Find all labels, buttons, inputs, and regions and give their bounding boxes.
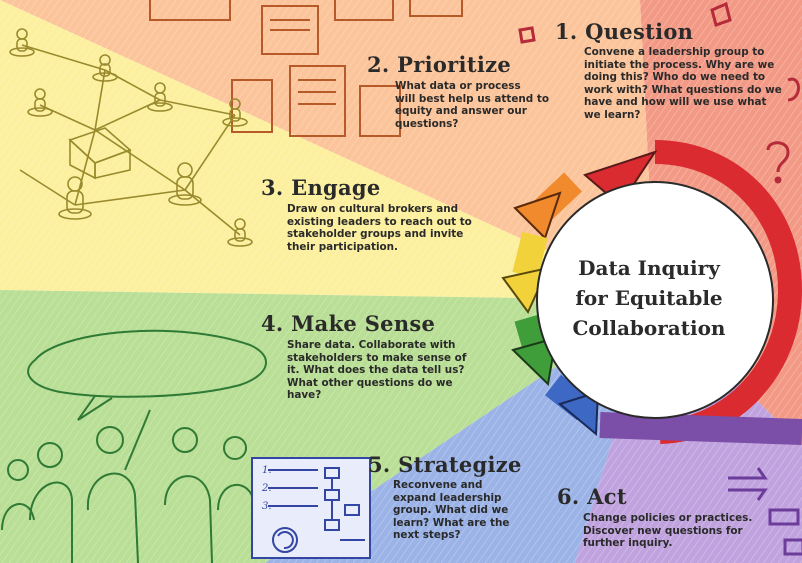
step-desc-line: stakeholders to make sense of <box>287 351 467 364</box>
step-desc-line: initiate the process. Why are we <box>584 58 775 71</box>
cycle-arrows <box>501 140 802 445</box>
step-desc-strategize: Reconvene and expand leadership group. W… <box>393 479 509 542</box>
documents-sketch <box>149 0 463 137</box>
easel-note: 2. <box>262 483 272 494</box>
step-desc-line: What other questions do we <box>287 376 453 389</box>
step-title-engage: 3. Engage <box>261 175 381 200</box>
people-sketch <box>1 329 267 563</box>
step-desc-question: Convene a leadership group to initiate t… <box>584 46 782 122</box>
step-desc-line: next steps? <box>393 529 461 542</box>
step-desc-line: have? <box>287 389 322 402</box>
center-title-line: for Equitable <box>575 286 723 310</box>
step-title-act: 6. Act <box>557 484 627 509</box>
step-desc-line: learn? What are the <box>393 516 510 529</box>
step-desc-act: Change policies or practices. Discover n… <box>583 512 752 550</box>
step-desc-line: equity and answer our <box>395 105 527 118</box>
step-desc-line: expand leadership <box>393 491 502 504</box>
center-title-line: Data Inquiry <box>578 256 720 280</box>
step-desc-make-sense: Share data. Collaborate with stakeholder… <box>287 339 466 402</box>
step-desc-line: their participation. <box>287 240 398 253</box>
step-desc-line: work with? What questions do we <box>584 83 782 96</box>
step-desc-line: we learn? <box>584 108 641 121</box>
network-sketch <box>9 28 253 247</box>
easel-note: 1. <box>262 465 272 476</box>
center-title: Data Inquiry for Equitable Collaboration <box>541 253 757 343</box>
step-desc-line: Change policies or practices. <box>583 512 753 524</box>
easel-notes: 1. 2. 3. <box>262 462 272 516</box>
step-title-strategize: 5. Strategize <box>368 452 522 477</box>
easel-note: 3. <box>262 501 272 512</box>
step-desc-engage: Draw on cultural brokers and existing le… <box>287 203 472 253</box>
easel-sketch <box>251 457 371 559</box>
step-desc-prioritize: What data or process will best help us a… <box>395 80 549 130</box>
step-desc-line: Reconvene and <box>393 479 483 491</box>
step-title-prioritize: 2. Prioritize <box>367 52 511 77</box>
step-desc-line: group. What did we <box>393 504 509 517</box>
step-desc-line: What data or process <box>395 80 521 92</box>
step-desc-line: questions? <box>395 117 459 130</box>
step-desc-line: Share data. Collaborate with <box>287 339 456 351</box>
step-desc-line: Draw on cultural brokers and <box>287 203 459 215</box>
step-desc-line: will best help us attend to <box>395 92 549 105</box>
step-desc-line: existing leaders to reach out to <box>287 215 472 228</box>
step-desc-line: doing this? Who do we need to <box>584 71 766 84</box>
step-desc-line: it. What does the data tell us? <box>287 364 465 377</box>
step-title-make-sense: 4. Make Sense <box>261 311 436 336</box>
act-arrows-sketch <box>728 467 802 556</box>
question-marks-sketch <box>518 1 800 184</box>
step-desc-line: Convene a leadership group to <box>584 46 765 58</box>
step-desc-line: have and how will we use what <box>584 96 767 109</box>
step-desc-line: stakeholder groups and invite <box>287 228 464 241</box>
step-desc-line: Discover new questions for <box>583 524 743 537</box>
center-title-line: Collaboration <box>572 316 726 340</box>
step-title-question: 1. Question <box>555 19 694 44</box>
step-desc-line: further inquiry. <box>583 537 673 550</box>
